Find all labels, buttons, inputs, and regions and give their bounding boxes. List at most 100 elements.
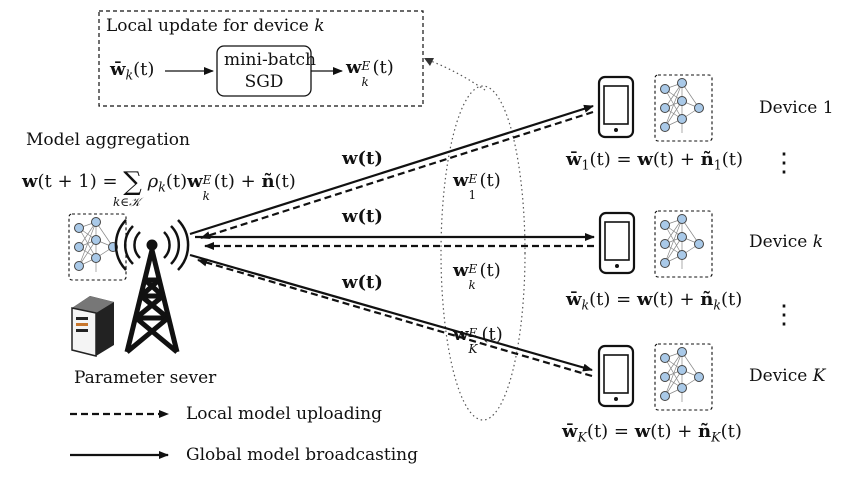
eqK-w: w (634, 421, 651, 442)
agg-w-sub: k (202, 189, 210, 203)
device-eq-k: w̄k(t) = w(t) + ñk(t) (566, 289, 743, 313)
agg-rho-sub: k (158, 179, 166, 195)
upload-k-w: w (453, 260, 469, 281)
eq1-mid: (t) = (589, 149, 638, 170)
input-arg: (t) (133, 59, 155, 80)
device-eq-K: w̄K(t) = w(t) + ñK(t) (562, 421, 742, 445)
phone-icon-K (597, 344, 635, 408)
eq1-plus: (t) + (652, 149, 701, 170)
broadcast-label-k: w(t) (342, 206, 383, 227)
local-update-box (98, 10, 424, 107)
eqK-end: (t) (720, 421, 742, 442)
output-sup: E (361, 59, 371, 73)
output-var: w (346, 57, 362, 78)
eq1-n: ñ (700, 149, 714, 170)
agg-w: w (187, 171, 203, 192)
upload-1-arg: (t) (479, 170, 501, 191)
legend-dashed-label: Local model uploading (186, 404, 382, 424)
device-eq-1: w̄1(t) = w(t) + ñ1(t) (566, 149, 744, 173)
upload-line-K (197, 258, 593, 378)
upload-K-arg: (t) (481, 324, 503, 345)
upload-K-sup: E (468, 326, 478, 340)
upload-1-w: w (453, 170, 469, 191)
eqK-plus: (t) + (650, 421, 699, 442)
device-network-icon-1 (654, 74, 713, 142)
eqK-nsub: K (711, 429, 721, 445)
local-update-title: Local update for device k (106, 18, 325, 35)
upload-k-arg: (t) (479, 260, 501, 281)
server-network-icon (68, 213, 127, 281)
upload-k-sup: E (468, 262, 478, 276)
phone-icon-k (598, 211, 636, 275)
local-input-formula: w̄k(t) (110, 59, 155, 82)
device-k-text: Device (749, 232, 808, 252)
agg-rho: ρ (147, 171, 159, 192)
input-var: w̄ (110, 59, 126, 80)
agg-noise: ñ (261, 171, 275, 192)
agg-w-arg: (t) + (213, 171, 256, 192)
device-k-var: k (812, 232, 824, 252)
antenna-tower-icon (114, 219, 190, 354)
upload-ellipse (440, 85, 526, 421)
agg-sum: ∑ (123, 167, 142, 197)
eqK-n: ñ (698, 421, 712, 442)
upload-1-sub: 1 (468, 188, 477, 202)
agg-rho-arg: (t) (165, 171, 188, 192)
eq1-end: (t) (721, 149, 744, 170)
upload-K-sub: K (468, 342, 478, 356)
eqK-mid: (t) = (586, 421, 635, 442)
vertical-dots-lower: ⋮ (771, 300, 797, 330)
device-K-text: Device (749, 366, 808, 386)
local-update-title-var: k (314, 16, 325, 36)
eqK-sub: K (577, 429, 587, 445)
sgd-box-line2: SGD (244, 72, 284, 92)
upload-k-sub: k (468, 278, 476, 292)
legend-solid-label: Global model broadcasting (186, 445, 418, 465)
device-network-icon-k (654, 210, 713, 278)
server-computer-icon (71, 296, 114, 357)
eqk-sub: k (581, 297, 590, 313)
vertical-dots-upper: ⋮ (771, 148, 797, 178)
eqk-nsub: k (713, 297, 721, 313)
aggregation-sum-index: k∈𝒦 (113, 195, 141, 209)
broadcast-line-K (189, 253, 593, 372)
agg-lhs-arg: (t + 1) = (37, 171, 118, 192)
eqk-n: ñ (700, 289, 714, 310)
upload-1-sup: E (468, 172, 478, 186)
dotted-connector-head (424, 58, 434, 66)
output-sub: k (361, 75, 369, 89)
broadcast-line-1 (189, 104, 594, 236)
agg-noise-arg: (t) (274, 171, 296, 192)
dotted-connector (427, 59, 486, 91)
input-sub: k (125, 67, 134, 83)
device-label-k: Device k (749, 234, 823, 251)
device-K-var: K (812, 366, 826, 386)
agg-w-sup: E (202, 173, 212, 187)
output-arg: (t) (372, 57, 394, 78)
phone-icon-1 (597, 75, 635, 139)
eq1-nsub: 1 (713, 157, 722, 173)
device-label-K: Device K (749, 368, 825, 385)
eq1-w: w (637, 149, 653, 170)
device-network-icon-K (654, 343, 713, 411)
eqk-end: (t) (721, 289, 743, 310)
local-update-title-text: Local update for device (106, 16, 309, 36)
broadcast-label-K: w(t) (342, 272, 383, 293)
upload-K-w: w (453, 324, 469, 345)
eqk-plus: (t) + (652, 289, 701, 310)
device-label-1: Device 1 (759, 98, 834, 118)
upload-line-1 (200, 110, 594, 240)
eq1-sub: 1 (581, 157, 590, 173)
server-label: Parameter sever (74, 368, 217, 388)
sgd-box-line1: mini-batch (224, 50, 317, 70)
aggregation-title: Model aggregation (26, 130, 190, 150)
broadcast-label-1: w(t) (342, 148, 383, 169)
eqk-mid: (t) = (589, 289, 637, 310)
